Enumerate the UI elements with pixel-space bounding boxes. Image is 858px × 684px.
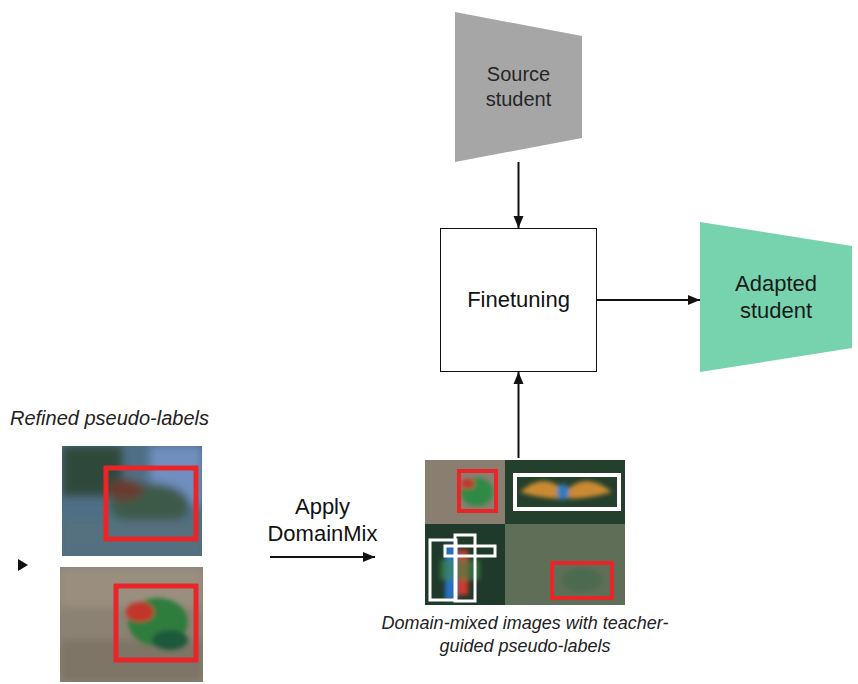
image-group: Domain-mixed images with teacher-guided … bbox=[375, 458, 675, 672]
teacher-label-box bbox=[515, 475, 619, 509]
flow-arrow bbox=[518, 372, 520, 458]
trapezoid-fill bbox=[700, 222, 852, 372]
trapezoid-outline bbox=[455, 12, 582, 162]
teacher-label-box bbox=[445, 546, 495, 556]
teacher-label-box bbox=[430, 540, 456, 600]
encoder-trapezoid: Adapted student bbox=[700, 222, 852, 372]
pseudo-label-box bbox=[552, 563, 612, 598]
caption-text: Domain-mixed images with teacher-guided … bbox=[379, 612, 671, 657]
trapezoid-outline bbox=[700, 222, 852, 372]
pseudo-label-box bbox=[106, 468, 196, 539]
pseudo-label-box bbox=[116, 586, 196, 660]
flow-arrow bbox=[270, 556, 375, 558]
node-label: Source student bbox=[469, 62, 568, 112]
image-group: Refined pseudo-labels bbox=[8, 404, 270, 684]
arrow-head bbox=[18, 559, 28, 571]
encoder-trapezoid: Source student bbox=[455, 12, 582, 162]
flow-arrow bbox=[597, 299, 700, 301]
bird-photo bbox=[60, 567, 203, 682]
flow-arrow bbox=[518, 162, 520, 228]
bird-photo bbox=[62, 446, 202, 556]
pseudo-label-box bbox=[459, 471, 496, 511]
mixed-image-grid bbox=[425, 460, 625, 605]
node-label: Finetuning bbox=[451, 286, 586, 314]
process-box: Finetuning bbox=[440, 228, 597, 372]
trapezoid-fill bbox=[455, 12, 582, 162]
node-label: Adapted student bbox=[716, 270, 836, 325]
caption-text: Refined pseudo-labels bbox=[10, 406, 268, 431]
edge-label: Apply DomainMix bbox=[263, 494, 383, 547]
